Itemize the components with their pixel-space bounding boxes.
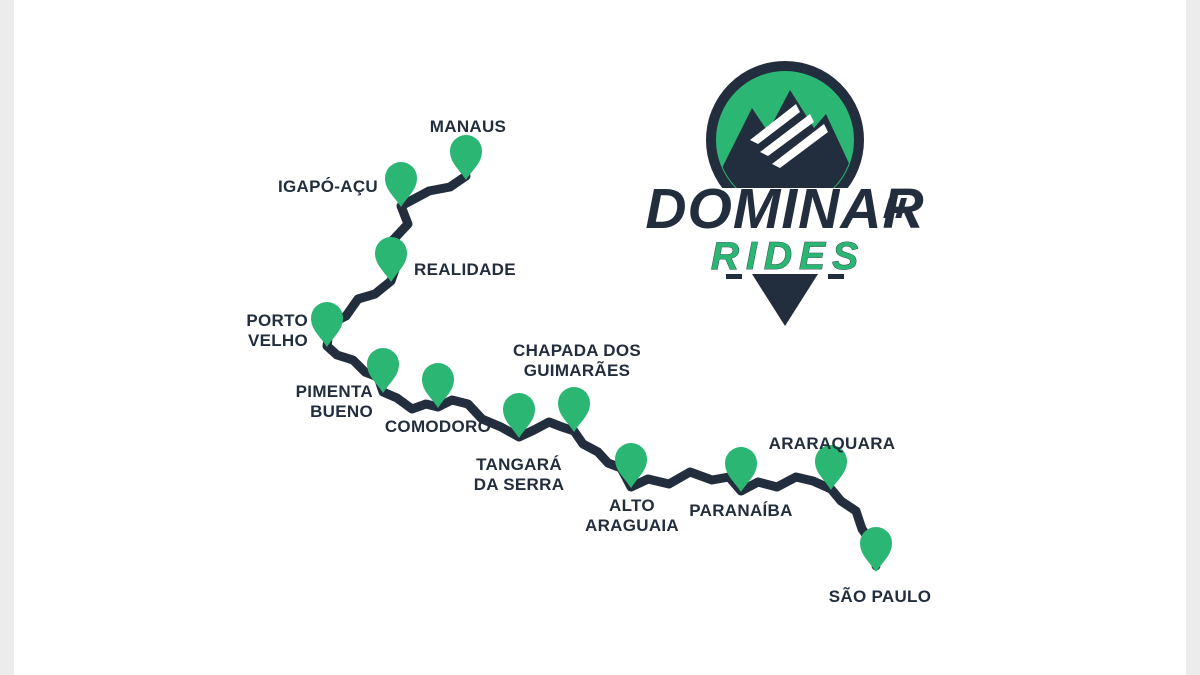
waypoint-label-pimenta-bueno: PIMENTA BUENO: [295, 382, 373, 421]
left-gutter: [0, 0, 14, 675]
map-pin-comodoro: [422, 363, 454, 408]
map-pin-araraquara: [815, 445, 847, 490]
speed-dash-icon: [726, 274, 742, 279]
map-pin-tangara-da-serra: [503, 393, 535, 438]
map-pin-realidade: [375, 237, 407, 282]
route-line: [322, 171, 881, 571]
right-gutter: [1186, 0, 1200, 675]
speed-dash-icon: [895, 198, 907, 218]
speed-dash-icon: [883, 198, 895, 218]
map-pin-chapada-dos-guimaraes: [558, 387, 590, 432]
map-pin-manaus: [450, 135, 482, 180]
waypoint-label-manaus: MANAUS: [429, 117, 507, 136]
waypoint-label-sao-paulo: SÃO PAULO: [828, 587, 932, 606]
dominar-rides-logo: DOMINAR RIDES: [600, 48, 970, 333]
map-pin-alto-araguaia: [615, 443, 647, 488]
mountain-icon: [717, 90, 853, 200]
logo-wordmark-rides: RIDES: [711, 235, 865, 278]
speed-dash-icon: [828, 274, 844, 279]
snow-streak: [750, 104, 800, 144]
waypoint-label-paranaiba: PARANAÍBA: [689, 501, 793, 520]
waypoint-label-chapada-dos-guimaraes: CHAPADA DOS GUIMARÃES: [513, 341, 641, 380]
waypoint-label-realidade: REALIDADE: [414, 260, 516, 279]
logo-graphic: DOMINAR RIDES: [600, 61, 970, 326]
waypoint-label-alto-araguaia: ALTO ARAGUAIA: [584, 496, 680, 535]
waypoint-label-araraquara: ARARAQUARA: [768, 434, 896, 453]
logo-pin-tail: [752, 274, 818, 326]
logo-wordmark-dominar: DOMINAR: [645, 177, 924, 241]
waypoint-label-comodoro: COMODORO: [384, 417, 492, 436]
logo-text-band: [600, 188, 970, 272]
map-pin-paranaiba: [725, 447, 757, 492]
map-pin-igapo-acu: [385, 162, 417, 207]
map-pins: [311, 135, 892, 572]
waypoint-label-igapo-acu: IGAPÓ-AÇU: [278, 177, 378, 196]
snow-streak: [760, 114, 814, 156]
waypoint-label-porto-velho: PORTO VELHO: [246, 311, 308, 350]
snow-streak: [772, 124, 828, 168]
map-pin-pimenta-bueno: [367, 348, 399, 393]
waypoint-label-tangara-da-serra: TANGARÁ DA SERRA: [473, 455, 565, 494]
map-pin-sao-paulo: [860, 527, 892, 572]
map-pin-porto-velho: [311, 302, 343, 347]
